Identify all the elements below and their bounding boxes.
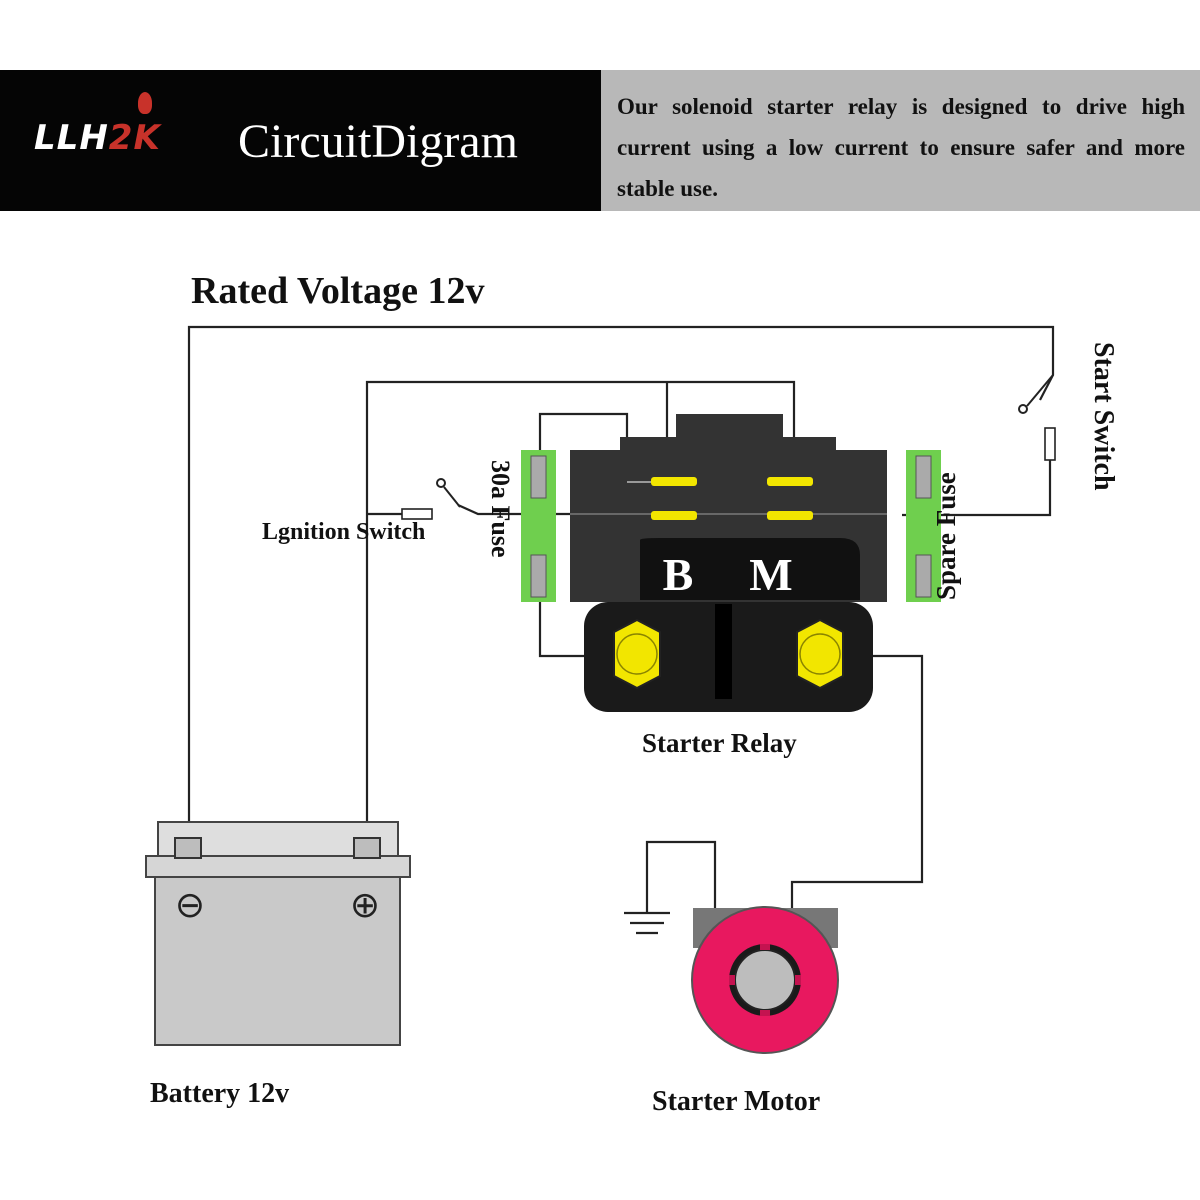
rated-voltage-label: Rated Voltage 12v	[191, 270, 484, 312]
wire-battery-negative	[187, 325, 1055, 845]
wire-start-switch	[902, 455, 1052, 517]
ignition-switch-label: Lgnition Switch	[262, 519, 425, 545]
battery-lid	[145, 855, 411, 878]
brand-banner: LLH2K CircuitDigram	[0, 70, 601, 211]
spare-fuse-label: Spare Fuse	[931, 472, 961, 600]
fuse-30a-label: 30a Fuse	[486, 460, 515, 558]
battery: ⊖ ⊕	[145, 821, 411, 1046]
wire-battery-positive	[365, 380, 796, 845]
flame-icon	[138, 92, 152, 114]
description-text: Our solenoid starter relay is designed t…	[617, 94, 1185, 201]
starter-relay-label: Starter Relay	[642, 728, 797, 758]
wire-motor-ground	[645, 840, 717, 912]
starter-motor-label: Starter Motor	[652, 1086, 820, 1117]
wire-m-to-motor	[790, 654, 924, 908]
battery-label: Battery 12v	[150, 1078, 289, 1109]
battery-terminal-negative	[174, 837, 202, 859]
terminal-m-stud	[796, 618, 844, 690]
relay-contact	[767, 477, 813, 486]
start-switch-icon	[1018, 374, 1056, 461]
fuse-30a	[521, 450, 556, 602]
starter-relay: B M	[570, 414, 887, 712]
brand-logo: LLH2K	[34, 118, 161, 158]
battery-negative-icon: ⊖	[175, 885, 205, 926]
terminal-b-label: B	[663, 549, 694, 600]
relay-terminal-block	[640, 538, 860, 600]
relay-contact	[651, 477, 697, 486]
relay-contact	[651, 511, 697, 520]
description-banner: Our solenoid starter relay is designed t…	[601, 70, 1200, 211]
starter-motor	[691, 906, 839, 1054]
diagram-title: CircuitDigram	[238, 115, 518, 168]
terminal-m-label: M	[749, 549, 792, 600]
battery-case	[154, 876, 401, 1046]
start-switch-label: Start Switch	[1088, 342, 1119, 491]
fuse-spare	[906, 450, 941, 602]
wire-fuse-to-b	[538, 600, 600, 658]
ground-icon	[624, 911, 670, 935]
relay-contact	[767, 511, 813, 520]
battery-terminal-positive	[353, 837, 381, 859]
terminal-b-stud	[613, 618, 661, 690]
battery-positive-icon: ⊕	[350, 885, 380, 926]
ignition-switch-icon	[401, 478, 461, 520]
